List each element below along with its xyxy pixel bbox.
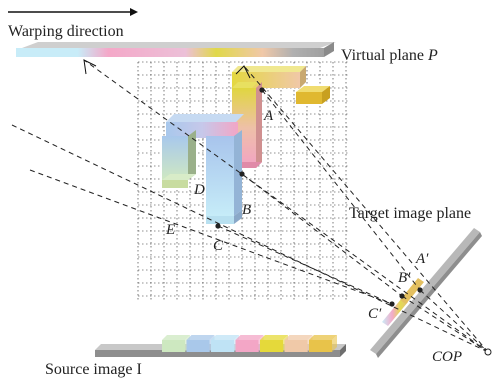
source-block xyxy=(235,335,264,352)
ray-arrowheads xyxy=(83,59,251,79)
middle-horizontal-bar xyxy=(166,114,244,138)
virtual-plane xyxy=(16,42,336,57)
ray-cop-b-prime xyxy=(401,295,489,353)
point-c-prime-dot xyxy=(389,301,395,307)
target-image-plane-label: Target image plane xyxy=(349,205,471,222)
ray-lower-left xyxy=(29,169,393,305)
ray-upper-left xyxy=(11,124,489,353)
point-a-prime-dot xyxy=(417,287,423,293)
source-image-label: Source image I xyxy=(45,361,142,378)
point-a-dot xyxy=(259,87,265,93)
label-c-prime: C′ xyxy=(368,306,382,322)
label-e: E xyxy=(165,222,175,238)
target-image-plane xyxy=(370,228,482,358)
warping-direction-arrow xyxy=(8,8,138,16)
projection-rays xyxy=(11,59,489,353)
label-a: A xyxy=(263,108,274,124)
ray-cop-a-prime xyxy=(419,289,489,353)
column-d xyxy=(162,130,196,188)
source-block xyxy=(162,335,190,352)
ray-through-a xyxy=(261,89,421,291)
point-b-dot xyxy=(239,171,245,177)
upper-right-block xyxy=(296,86,330,104)
point-b-prime-dot xyxy=(399,293,405,299)
label-d: D xyxy=(193,182,205,198)
ray-through-b xyxy=(241,173,403,297)
source-block xyxy=(186,335,215,352)
label-b-prime: B′ xyxy=(398,270,411,286)
label-b: B xyxy=(242,202,251,218)
cop-point xyxy=(484,348,492,356)
source-block xyxy=(284,335,313,352)
ray-through-c xyxy=(217,225,393,305)
source-block xyxy=(309,335,337,352)
source-block xyxy=(211,335,239,352)
source-block xyxy=(260,335,288,352)
warping-direction-label: Warping direction xyxy=(8,23,124,40)
source-image-blocks xyxy=(162,335,337,352)
label-a-prime: A′ xyxy=(415,251,429,267)
point-c-dot xyxy=(215,223,221,229)
column-bc xyxy=(206,130,242,224)
virtual-plane-label: Virtual plane P xyxy=(341,47,438,64)
ray-to-virtual-left xyxy=(83,59,489,353)
cop-label: COP xyxy=(432,349,462,365)
label-c: C xyxy=(213,238,224,254)
